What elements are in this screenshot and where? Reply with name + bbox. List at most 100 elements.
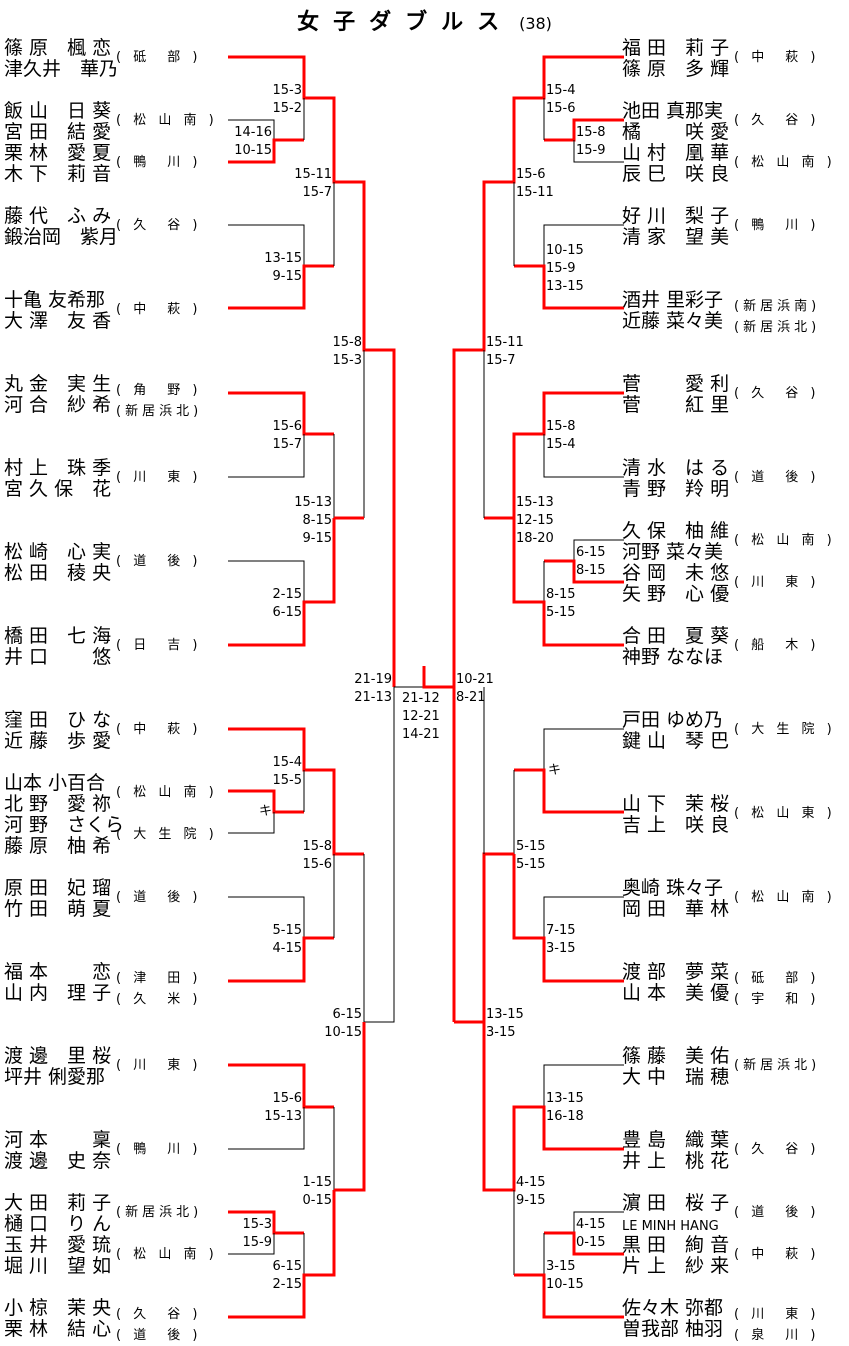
bracket-line [573, 539, 624, 561]
match-score: 4-15 0-15 [576, 1217, 606, 1250]
player-names: 村 上 珠 季 宮 久 保 花 [4, 457, 112, 500]
bracket-line [228, 1233, 275, 1255]
team-entry: 藤 代 ふ み 鍛治岡 紫月( 久 谷 ) [4, 206, 230, 248]
player-names: 池田 真那実 橘 咲 愛 [622, 100, 730, 143]
team-entry: 福 本 恋 山 内 理 子( 津 田 ) ( 久 米 ) [4, 962, 230, 1008]
team-entry: 渡 邊 里 桜 坪井 俐愛那( 川 東 ) [4, 1046, 230, 1088]
school-name: ( 日 吉 ) [116, 638, 202, 653]
player-names: 十亀 友希那 大 澤 友 香 [4, 289, 112, 332]
team-entry: 豊 島 織 葉 井 上 桃 花 ( 久 谷 ) [622, 1129, 848, 1172]
team-entry: 池田 真那実 橘 咲 愛 ( 久 谷 ) [622, 100, 848, 143]
player-names: 栗 林 愛 夏 木 下 莉 音 [4, 142, 112, 185]
school-name: ( 久 谷 ) [734, 1142, 820, 1157]
player-names: 佐々木 弥都 曽我部 柚羽 [622, 1297, 724, 1340]
match-score: キ [548, 763, 562, 778]
team-entry: 小 椋 茉 央 栗 林 結 心( 久 谷 ) ( 道 後 ) [4, 1297, 230, 1344]
player-names: 小 椋 茉 央 栗 林 結 心 [4, 1297, 112, 1340]
match-score: 10-15 15-9 13-15 [546, 243, 584, 294]
school-name: ( 川 東 ) [116, 470, 202, 485]
player-names: 河 本 稟 渡 邊 史 奈 [4, 1129, 112, 1172]
player-names: 橋 田 七 海 井 口 悠 [4, 625, 112, 668]
player-names: 合 田 夏 葵 神野 ななほ [622, 625, 730, 668]
team-entry: 栗 林 愛 夏 木 下 莉 音 ( 鴨 川 ) [4, 142, 230, 185]
winner-path [482, 1022, 624, 1192]
match-score: 13-15 9-15 [264, 251, 302, 284]
school-name: ( 松 山 南 ) [734, 890, 836, 905]
school-name: ( 砥 部 ) [116, 50, 202, 65]
entry-count: (38) [519, 14, 552, 33]
team-entry: 久 保 柚 維 河野 菜々美( 松 山 南 ) [622, 521, 848, 563]
team-entry: 好 川 梨 子 清 家 望 美( 鴨 川 ) [622, 205, 848, 248]
school-name: ( 道 後 ) [734, 470, 820, 485]
team-entry: 大 田 莉 子 樋 口 り ん(新居浜北) [4, 1193, 230, 1235]
team-entry: 原 田 妃 瑠 竹 田 萌 夏( 道 後 ) [4, 877, 230, 920]
match-score: 6-15 8-15 [576, 545, 606, 578]
winner-path [544, 559, 624, 584]
bracket-line [543, 896, 624, 938]
player-names: 玉 井 愛 琉 堀 川 望 如 [4, 1234, 112, 1277]
winner-path [334, 1022, 366, 1192]
team-entry: 窪 田 ひ な 近 藤 歩 愛( 中 萩 ) [4, 710, 230, 752]
bracket-line [228, 896, 305, 938]
winner-path [512, 518, 624, 647]
match-score: 15-11 15-7 [486, 335, 524, 368]
school-name: ( 松 山 南 ) [116, 113, 218, 128]
player-names: 篠 藤 美 佑 大 中 瑞 穂 [622, 1045, 730, 1088]
player-names: 好 川 梨 子 清 家 望 美 [622, 205, 730, 248]
team-entry: 奥崎 珠々子 岡 田 華 林 ( 松 山 南 ) [622, 877, 848, 920]
team-entry: 河 野 さくら 藤 原 柚 希( 大 生 院 ) [4, 814, 230, 857]
player-names: 山 下 茉 桜 吉 上 咲 良 [622, 793, 730, 836]
team-entry: 河 本 稟 渡 邊 史 奈( 鴨 川 ) [4, 1129, 230, 1172]
bracket-line [228, 812, 275, 834]
team-entry: 清 水 は る 青 野 羚 明 ( 道 後 ) [622, 457, 848, 500]
match-score: 5-15 4-15 [272, 923, 302, 956]
school-name: (新居浜南) (新居浜北) [734, 299, 821, 335]
player-names: 菅 愛 利 菅 紅 里 [622, 373, 730, 416]
team-entry: 篠 原 楓 恋 津久井 華乃( 砥 部 ) [4, 37, 230, 80]
match-score: 15-8 15-3 [332, 335, 362, 368]
school-name: ( 中 萩 ) [116, 302, 202, 317]
team-entry: 飯 山 日 葵 宮 田 結 愛( 松 山 南 ) [4, 101, 230, 143]
team-entry: 谷 岡 未 悠 矢 野 心 優( 川 東 ) [622, 562, 848, 605]
winner-path [228, 391, 334, 436]
match-score: 8-15 5-15 [546, 587, 576, 620]
school-name: ( 久 谷 ) [734, 113, 820, 128]
winner-path [484, 391, 624, 520]
match-score: 15-6 15-13 [264, 1091, 302, 1124]
player-names: 黒 田 絢 音 片 上 紗 来 [622, 1234, 730, 1277]
school-name: ( 道 後 ) [116, 554, 202, 569]
player-names: 清 水 は る 青 野 羚 明 [622, 457, 730, 500]
bracket-line [573, 1211, 624, 1233]
bracket-line [543, 1064, 624, 1107]
school-name: ( 鴨 川 ) [116, 155, 202, 170]
player-names: 山 村 凰 華 辰 巳 咲 良 [622, 142, 730, 185]
match-score: 2-15 6-15 [272, 587, 302, 620]
match-score: 15-13 12-15 18-20 [516, 495, 554, 546]
player-names: 福 田 莉 子 篠 原 多 輝 [622, 37, 730, 80]
school-name: ( 川 東 ) [116, 1058, 202, 1073]
bracket-line [228, 560, 305, 602]
match-score: 15-13 8-15 9-15 [294, 495, 332, 546]
player-names: 山本 小百合 北 野 愛 祢 [4, 772, 112, 815]
player-names: 渡 部 夢 菜 山 本 美 優 [622, 961, 730, 1004]
player-names: 原 田 妃 瑠 竹 田 萌 夏 [4, 877, 112, 920]
school-name: ( 久 谷 ) [116, 218, 202, 233]
match-score: 10-21 8-21 [456, 672, 494, 705]
match-score: 15-8 15-6 [302, 839, 332, 872]
school-name: ( 中 萩 ) [734, 1247, 820, 1262]
school-name: ( 松 山 南 ) [116, 785, 218, 800]
bracket-line [543, 434, 624, 478]
player-names: 河 野 さくら 藤 原 柚 希 [4, 814, 125, 857]
player-names: 丸 金 実 生 河 合 紗 希 [4, 373, 112, 416]
winner-path [228, 518, 336, 647]
school-name: ( 角 野 ) (新居浜北) [116, 383, 203, 419]
player-names: 谷 岡 未 悠 矢 野 心 優 [622, 562, 730, 605]
school-name: ( 久 谷 ) ( 道 後 ) [116, 1307, 202, 1343]
player-names: 奥崎 珠々子 岡 田 華 林 [622, 877, 730, 920]
player-names: 豊 島 織 葉 井 上 桃 花 [622, 1129, 730, 1172]
winner-path [228, 1190, 336, 1319]
player-names: 篠 原 楓 恋 津久井 華乃 [4, 37, 119, 80]
match-score: 13-15 3-15 [486, 1007, 524, 1040]
school-name: ( 松 山 東 ) [734, 806, 836, 821]
